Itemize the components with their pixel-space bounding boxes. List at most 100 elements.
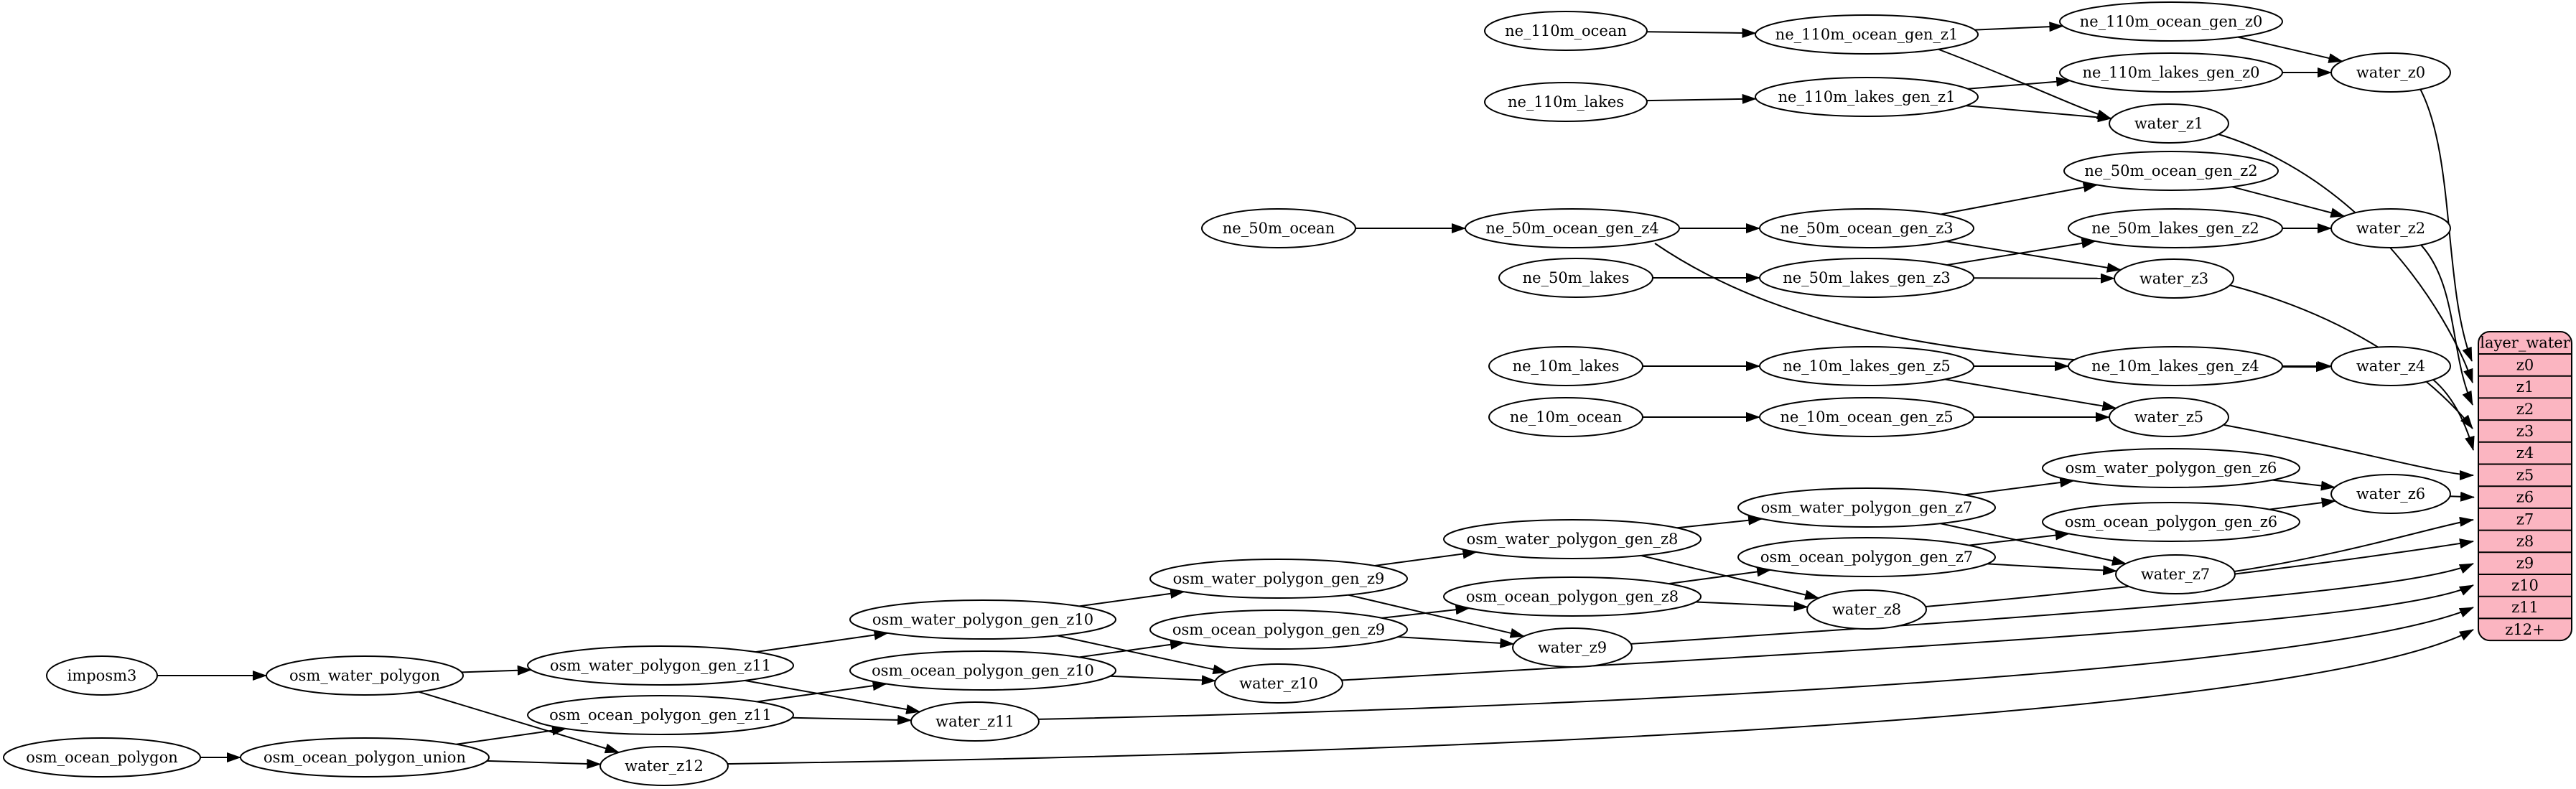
edge-osm-ocean-polygon-union-to-water-z12 [487, 758, 602, 769]
node-label: osm_water_polygon_gen_z9 [1173, 570, 1385, 587]
node-label: water_z8 [1832, 601, 1901, 618]
edge-osm-ocean-polygon-gen-z10-to-osm-ocean-polygon-gen-z9 [1079, 639, 1185, 658]
node-label: ne_50m_ocean_gen_z3 [1780, 220, 1953, 237]
node-label: osm_ocean_polygon_gen_z7 [1760, 548, 1973, 566]
node-shape [46, 655, 158, 696]
edge-water-z8-to-layer-water-z8 [1925, 538, 2474, 607]
node-shape [240, 737, 490, 778]
node-label: ne_110m_ocean_gen_z0 [2080, 13, 2263, 30]
node-water-z0: water_z0 [2330, 52, 2451, 93]
node-ne-110m-lakes: ne_110m_lakes [1484, 82, 1648, 122]
node-ne-10m-lakes: ne_10m_lakes [1488, 346, 1643, 386]
node-ne-10m-lakes-gen-z5: ne_10m_lakes_gen_z5 [1759, 346, 1974, 386]
node-shape [1737, 487, 1996, 528]
node-osm-water-polygon-gen-z6: osm_water_polygon_gen_z6 [2042, 448, 2300, 488]
node-shape [2059, 1, 2283, 42]
node-shape [1488, 397, 1643, 437]
node-label: ne_50m_ocean [1223, 220, 1335, 237]
node-shape [1484, 82, 1648, 122]
node-label: water_z5 [2134, 408, 2203, 426]
node-shape [2068, 208, 2283, 248]
edge-ne-10m-lakes-gen-z5-to-water-z5 [1944, 378, 2117, 411]
node-ne-10m-ocean: ne_10m_ocean [1488, 397, 1643, 437]
node-label: ne_110m_lakes [1508, 93, 1624, 111]
node-shape [2068, 346, 2283, 386]
edge-water-z0-to-layer-water-z0 [2419, 87, 2473, 362]
edge-osm-water-polygon-gen-z10-to-osm-water-polygon-gen-z9 [1079, 588, 1185, 607]
node-label: water_z11 [935, 713, 1014, 730]
node-shape [1149, 559, 1408, 599]
node-shape [2330, 346, 2451, 386]
edge-ne-50m-ocean-gen-z3-to-water-z3 [1946, 241, 2122, 273]
node-osm-ocean-polygon-gen-z10: osm_ocean_polygon_gen_z10 [849, 650, 1116, 691]
node-water-z4: water_z4 [2330, 346, 2451, 386]
edge-ne-110m-ocean-gen-z1-to-ne-110m-ocean-gen-z0 [1974, 22, 2064, 32]
node-osm-water-polygon-gen-z7: osm_water_polygon_gen_z7 [1737, 487, 1996, 528]
node-osm-ocean-polygon-gen-z11: osm_ocean_polygon_gen_z11 [527, 695, 794, 735]
record-row-z10: z10 [2511, 576, 2539, 594]
node-shape [1755, 14, 1979, 55]
node-ne-110m-ocean-gen-z0: ne_110m_ocean_gen_z0 [2059, 1, 2283, 42]
node-label: ne_10m_lakes_gen_z5 [1783, 358, 1951, 375]
edge-osm-ocean-polygon-gen-z8-to-osm-ocean-polygon-gen-z7 [1668, 566, 1772, 585]
node-water-z10: water_z10 [1214, 663, 1343, 704]
node-shape [2115, 554, 2236, 594]
node-osm-ocean-polygon-union: osm_ocean_polygon_union [240, 737, 490, 778]
node-shape [1755, 77, 1979, 117]
node-label: water_z6 [2356, 485, 2425, 503]
node-shape [2114, 258, 2234, 299]
edge-osm-ocean-polygon-gen-z11-to-osm-ocean-polygon-gen-z10 [757, 681, 887, 703]
node-label: water_z3 [2139, 270, 2208, 287]
node-water-z2: water_z2 [2330, 208, 2451, 248]
edge-ne-50m-ocean-gen-z3-to-ne-50m-ocean-gen-z2 [1941, 182, 2098, 215]
node-osm-ocean-polygon-gen-z9: osm_ocean_polygon_gen_z9 [1149, 610, 1408, 650]
node-ne-110m-ocean: ne_110m_ocean [1484, 11, 1648, 51]
record-row-z2: z2 [2516, 401, 2534, 418]
node-label: ne_10m_lakes [1513, 358, 1620, 375]
node-shape [2109, 397, 2229, 437]
node-imposm3: imposm3 [46, 655, 158, 696]
node-water-z6: water_z6 [2330, 474, 2451, 514]
node-shape [1484, 11, 1648, 51]
node-shape [2330, 208, 2451, 248]
edge-osm-water-polygon-gen-z10-to-water-z10 [1057, 635, 1228, 675]
node-shape [1737, 537, 1996, 577]
edge-water-z2-to-layer-water-z2 [2419, 243, 2473, 406]
node-shape [1443, 519, 1702, 559]
node-shape [1512, 627, 1633, 668]
edge-water-z9-to-layer-water-z9 [1629, 563, 2474, 645]
node-label: ne_110m_lakes_gen_z1 [1778, 88, 1956, 106]
node-osm-ocean-polygon-gen-z7: osm_ocean_polygon_gen_z7 [1737, 537, 1996, 577]
node-water-z11: water_z11 [910, 701, 1040, 742]
edge-osm-water-polygon-gen-z7-to-osm-water-polygon-gen-z6 [1964, 477, 2075, 496]
node-ne-110m-lakes-gen-z0: ne_110m_lakes_gen_z0 [2059, 52, 2283, 93]
node-ne-50m-ocean-gen-z2: ne_50m_ocean_gen_z2 [2063, 151, 2279, 191]
node-shape [1214, 663, 1343, 704]
node-label: ne_50m_lakes_gen_z2 [2091, 220, 2259, 237]
node-shape [849, 650, 1116, 691]
node-osm-water-polygon-gen-z9: osm_water_polygon_gen_z9 [1149, 559, 1408, 599]
record-title: layer_water [2480, 335, 2570, 352]
node-shape [1201, 208, 1356, 248]
record-row-z7: z7 [2516, 510, 2534, 528]
record-row-z12plus: z12+ [2505, 621, 2544, 638]
node-label: osm_water_polygon_gen_z7 [1761, 499, 1973, 516]
node-ne-50m-ocean: ne_50m_ocean [1201, 208, 1356, 248]
record-row-z4: z4 [2516, 444, 2534, 462]
edge-water-z6-to-layer-water-z6 [2450, 491, 2475, 502]
node-osm-water-polygon-gen-z10: osm_water_polygon_gen_z10 [849, 599, 1116, 640]
node-shape [599, 746, 729, 786]
edge-osm-ocean-polygon-gen-z9-to-osm-ocean-polygon-gen-z8 [1381, 604, 1470, 619]
node-label: osm_ocean_polygon_gen_z6 [2065, 513, 2277, 531]
node-shape [1759, 258, 1974, 298]
node-ne-10m-lakes-gen-z4: ne_10m_lakes_gen_z4 [2068, 346, 2283, 386]
node-ne-50m-lakes: ne_50m_lakes [1498, 258, 1653, 298]
edge-ne-50m-lakes-gen-z3-to-ne-50m-lakes-gen-z2 [1946, 238, 2096, 266]
edge-ne-110m-ocean-gen-z1-to-water-z1 [1936, 48, 2111, 120]
node-osm-water-polygon-gen-z8: osm_water_polygon_gen_z8 [1443, 519, 1702, 559]
edge-osm-water-polygon-to-water-z12 [418, 691, 620, 754]
node-label: osm_ocean_polygon_gen_z10 [872, 662, 1094, 679]
record-row-z5: z5 [2516, 467, 2534, 484]
edge-water-z5-to-layer-water-z5 [2223, 424, 2474, 480]
